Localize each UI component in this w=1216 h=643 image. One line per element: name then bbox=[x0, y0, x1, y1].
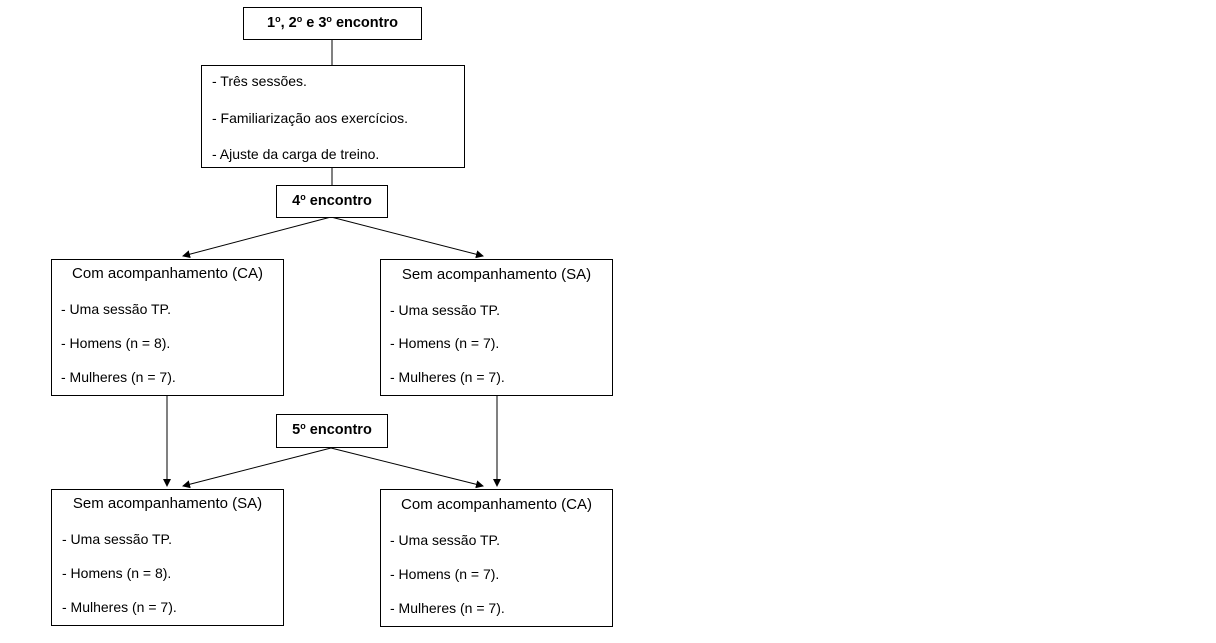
group-item: - Homens (n = 8). bbox=[61, 335, 171, 351]
familiarization-item: - Três sessões. bbox=[212, 73, 307, 89]
group-item: - Uma sessão TP. bbox=[61, 301, 171, 317]
group-sa-box: Sem acompanhamento (SA) - Uma sessão TP.… bbox=[51, 489, 284, 626]
group-item: - Homens (n = 8). bbox=[62, 565, 172, 581]
group-item: - Uma sessão TP. bbox=[62, 531, 172, 547]
group-item: - Mulheres (n = 7). bbox=[61, 369, 176, 385]
meeting-5-label: 5o encontro bbox=[292, 421, 372, 439]
group-ca-box: Com acompanhamento (CA) - Uma sessão TP.… bbox=[380, 489, 613, 627]
familiarization-item: - Ajuste da carga de treino. bbox=[212, 146, 380, 162]
group-item: - Uma sessão TP. bbox=[390, 302, 500, 318]
familiarization-item: - Familiarização aos exercícios. bbox=[212, 110, 409, 126]
group-item: - Homens (n = 7). bbox=[390, 566, 500, 582]
familiarization-box: - Três sessões. - Familiarização aos exe… bbox=[201, 65, 465, 168]
group-item: - Mulheres (n = 7). bbox=[390, 600, 505, 616]
arrow-5-to-ca2 bbox=[330, 447, 484, 489]
meeting-1-2-3-box: 1o, 2o e 3o encontro bbox=[243, 7, 422, 40]
meeting-4-box: 4o encontro bbox=[276, 185, 388, 218]
group-item: - Uma sessão TP. bbox=[390, 532, 500, 548]
group-title: Sem acompanhamento (SA) bbox=[401, 266, 592, 283]
meeting-4-label: 4o encontro bbox=[292, 192, 372, 210]
arrow-4-to-ca bbox=[182, 216, 332, 259]
group-title: Sem acompanhamento (SA) bbox=[72, 495, 263, 512]
group-title: Com acompanhamento (CA) bbox=[401, 496, 592, 513]
meeting-5-box: 5o encontro bbox=[276, 414, 388, 448]
arrow-4-to-sa bbox=[330, 216, 484, 259]
arrow-5-to-sa2 bbox=[182, 447, 332, 489]
group-sa-box: Sem acompanhamento (SA) - Uma sessão TP.… bbox=[380, 259, 613, 396]
group-item: - Homens (n = 7). bbox=[390, 335, 500, 351]
group-ca-box: Com acompanhamento (CA) - Uma sessão TP.… bbox=[51, 259, 284, 396]
group-item: - Mulheres (n = 7). bbox=[390, 369, 505, 385]
group-item: - Mulheres (n = 7). bbox=[62, 599, 177, 615]
group-title: Com acompanhamento (CA) bbox=[72, 265, 263, 282]
meeting-1-2-3-label: 1o, 2o e 3o encontro bbox=[267, 14, 398, 32]
